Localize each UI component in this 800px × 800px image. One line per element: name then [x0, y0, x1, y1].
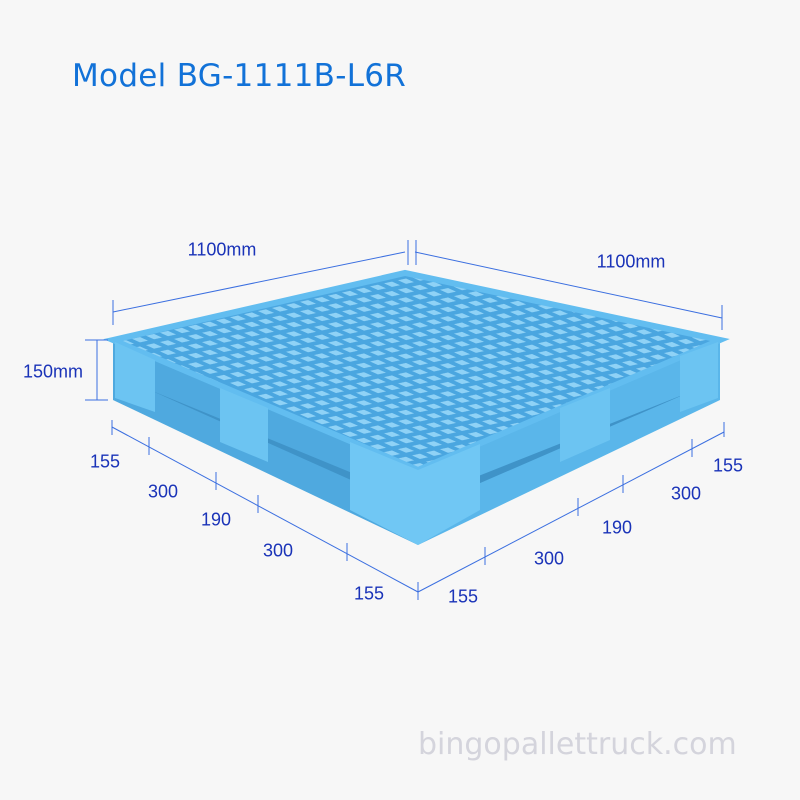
height-label: 150mm [22, 361, 84, 382]
block-right [680, 342, 718, 412]
right-segment-5: 155 [447, 586, 479, 607]
right-segment-3: 190 [601, 517, 633, 538]
left-segment-2: 300 [147, 481, 179, 502]
left-segment-5: 155 [353, 583, 385, 604]
pallet-image [103, 269, 730, 545]
right-segment-1: 155 [712, 455, 744, 476]
right-segment-2: 300 [670, 483, 702, 504]
dimension-lines [85, 240, 725, 600]
length-label: 1100mm [187, 239, 257, 260]
left-segment-4: 300 [262, 540, 294, 561]
watermark: bingopallettruck.com [418, 727, 737, 762]
left-segment-3: 190 [200, 509, 232, 530]
right-segment-4: 300 [533, 548, 565, 569]
block-mid-right [560, 388, 610, 462]
model-title: Model BG-1111B-L6R [72, 58, 407, 94]
pallet-top-deck [103, 269, 730, 474]
left-segment-1: 155 [89, 451, 121, 472]
block-left [115, 342, 155, 412]
block-mid-left [220, 388, 268, 462]
width-label: 1100mm [596, 251, 666, 272]
block-front [350, 442, 480, 545]
